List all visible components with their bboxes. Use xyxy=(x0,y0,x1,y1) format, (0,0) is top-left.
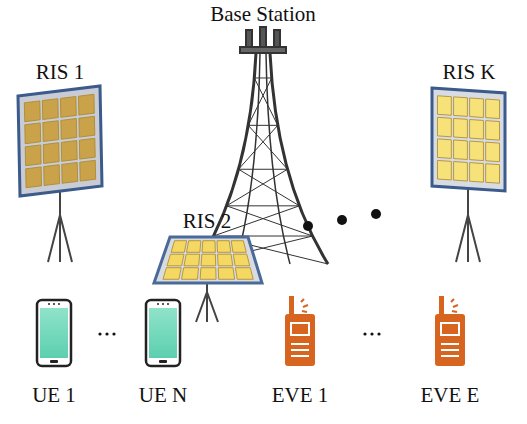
base-station-label: Base Station xyxy=(210,3,316,26)
ue-phone xyxy=(146,300,180,366)
ue-label: UE 1 xyxy=(32,384,76,407)
eve-radio xyxy=(285,296,315,366)
ris-panel xyxy=(432,88,505,191)
ris-stands xyxy=(48,188,480,322)
eve-label: EVE E xyxy=(421,384,480,407)
ellipsis-dots xyxy=(98,209,381,336)
ris-label: RIS K xyxy=(442,61,495,84)
ris-panel xyxy=(154,237,262,283)
ue-label: UE N xyxy=(139,384,187,407)
ris-panels xyxy=(18,86,505,283)
ris-label: RIS 1 xyxy=(36,61,84,84)
ris-label: RIS 2 xyxy=(183,210,231,233)
ue-phone xyxy=(37,300,71,366)
eve-radio xyxy=(435,296,465,366)
ris-panel xyxy=(18,86,102,196)
eve-label: EVE 1 xyxy=(272,384,329,407)
